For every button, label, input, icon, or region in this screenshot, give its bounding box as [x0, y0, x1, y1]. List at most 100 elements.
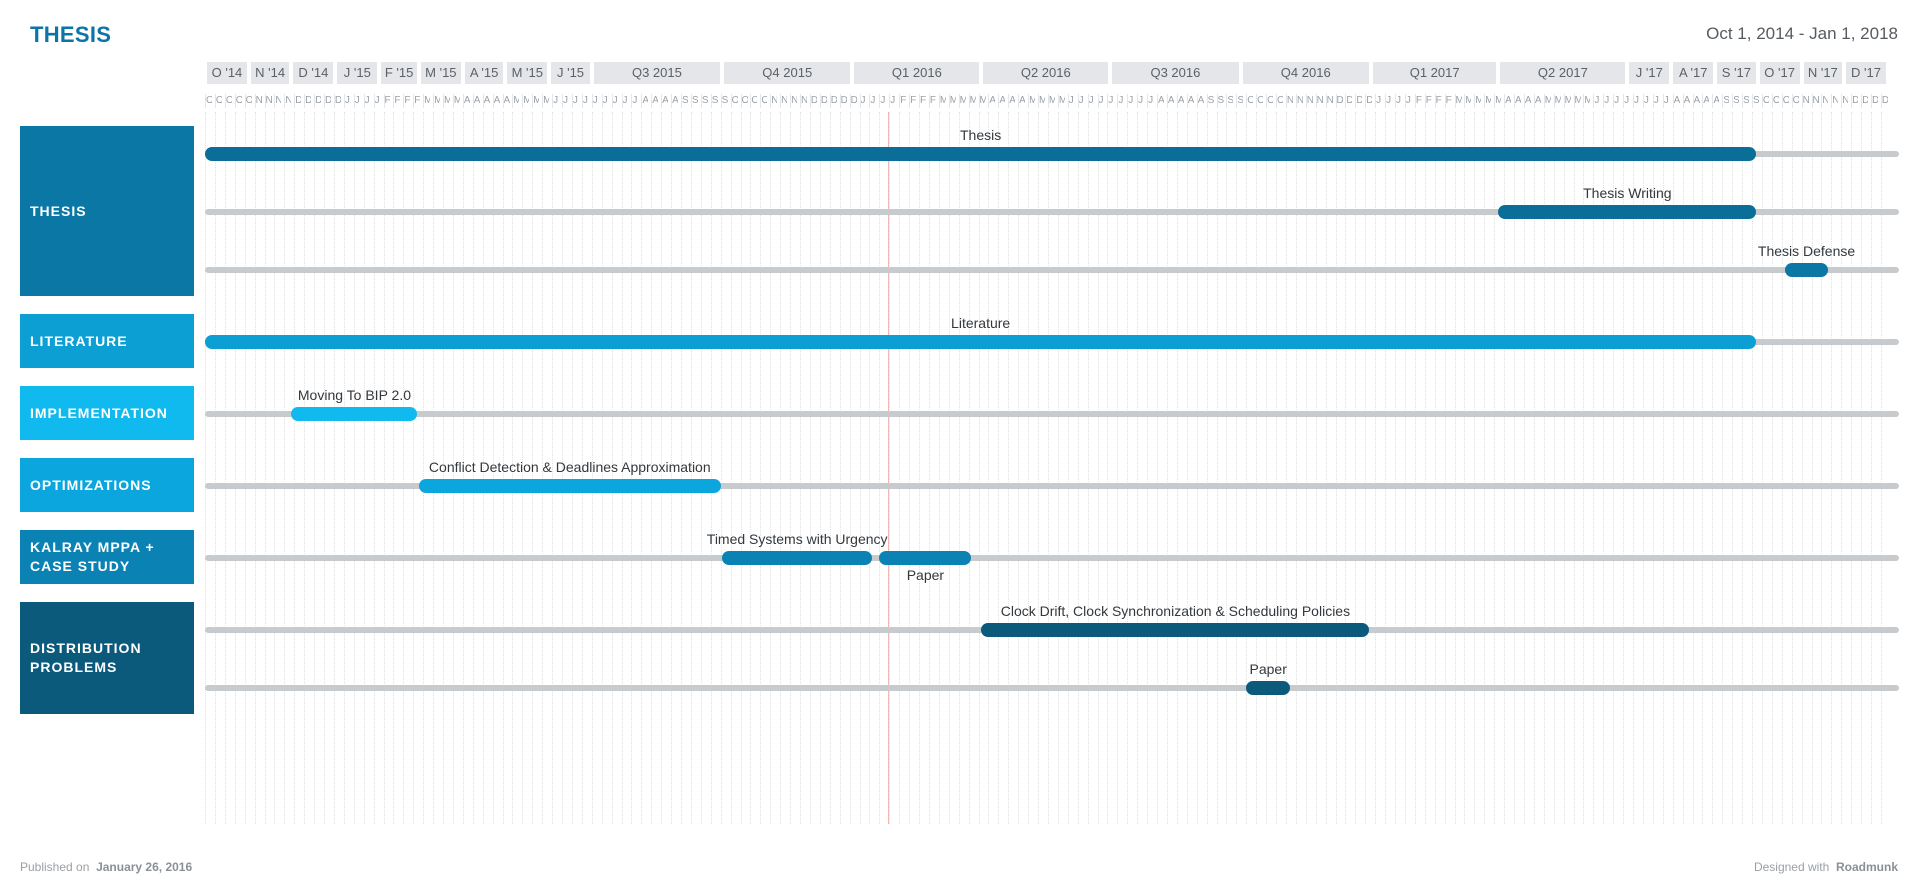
week-tick: O [1256, 94, 1263, 108]
timeline-bar[interactable] [1246, 681, 1291, 695]
week-tick: D [849, 94, 857, 108]
week-tick: M [968, 94, 976, 108]
timeline-period-2: D '14 [293, 62, 334, 84]
timeline-bar[interactable] [1498, 205, 1757, 219]
week-tick: D [314, 94, 321, 108]
week-tick: A [1186, 94, 1194, 108]
grid-line [254, 112, 256, 824]
grid-line [1662, 112, 1664, 824]
week-tick: N [284, 94, 291, 108]
grid-line [462, 112, 464, 824]
grid-line [1018, 112, 1020, 824]
grid-line [353, 112, 355, 824]
week-tick: J [601, 94, 608, 108]
week-tick: J [363, 94, 370, 108]
swimlane-thesis[interactable]: THESIS [20, 126, 194, 296]
timeline-bar[interactable] [205, 147, 1757, 161]
week-tick: J [1662, 94, 1669, 108]
week-tick: M [423, 94, 430, 108]
week-tick: J [1385, 94, 1392, 108]
timeline-period-0: O '14 [207, 62, 247, 84]
bar-label: Clock Drift, Clock Synchronization & Sch… [1000, 603, 1351, 619]
grid-line [1583, 112, 1585, 824]
grid-line [1633, 112, 1634, 824]
grid-line [214, 112, 216, 824]
grid-line [1484, 112, 1486, 824]
timeline-bar[interactable] [205, 335, 1757, 349]
week-tick: J [1117, 94, 1124, 108]
week-tick: A [1018, 94, 1025, 108]
swimlane-literature[interactable]: LITERATURE [20, 314, 194, 368]
timeline-bar[interactable] [722, 551, 873, 565]
grid-line [1028, 112, 1030, 824]
week-tick: J [343, 94, 350, 108]
week-tick: J [611, 94, 618, 108]
swimlane-optimizations[interactable]: OPTIMIZATIONS [20, 458, 194, 512]
timeline-period-13: Q3 2016 [1112, 62, 1239, 84]
week-tick: A [1702, 94, 1709, 108]
grid-line [948, 112, 950, 824]
grid-line [591, 112, 593, 824]
week-tick: N [1821, 94, 1828, 108]
grid-line [1226, 112, 1228, 824]
grid-line [809, 112, 811, 824]
week-tick: F [1444, 94, 1452, 108]
grid-line [1047, 112, 1049, 824]
week-tick: O [760, 94, 767, 108]
grid-line [750, 112, 752, 824]
grid-line [1067, 112, 1069, 824]
week-tick: J [1137, 94, 1144, 108]
bar-label: Conflict Detection & Deadlines Approxima… [428, 459, 711, 475]
timeline-bar[interactable] [879, 551, 972, 565]
grid-line [274, 112, 276, 824]
week-tick: A [1008, 94, 1015, 108]
brand-name[interactable]: Roadmunk [1835, 860, 1898, 874]
timeline-bar[interactable] [418, 479, 721, 493]
week-tick: S [700, 94, 708, 108]
week-tick: A [641, 94, 648, 108]
week-tick: J [581, 94, 588, 108]
week-tick: A [462, 94, 470, 108]
week-tick: O [1276, 94, 1283, 108]
week-tick: A [1514, 94, 1521, 108]
grid-line [1454, 112, 1456, 824]
grid-line [1424, 112, 1426, 824]
published-date: January 26, 2016 [96, 860, 193, 874]
week-tick: J [591, 94, 598, 108]
grid-line [1315, 112, 1317, 824]
swimlane-distribution-problems[interactable]: DISTRIBUTION PROBLEMS [20, 602, 194, 714]
week-tick: D [324, 94, 331, 108]
timeline-bar[interactable] [981, 623, 1370, 637]
timeline-bar[interactable] [1784, 263, 1829, 277]
timeline-bar[interactable] [291, 407, 418, 421]
week-tick: D [1335, 94, 1343, 108]
grid-line [730, 112, 732, 824]
grid-line [1196, 112, 1198, 824]
week-tick: J [1067, 94, 1074, 108]
grid-line [621, 112, 623, 824]
week-tick: J [1404, 94, 1411, 108]
swimlane-implementation[interactable]: IMPLEMENTATION [20, 386, 194, 440]
week-tick: O [1781, 94, 1789, 108]
week-tick: J [1613, 94, 1620, 108]
timeline-period-20: O '17 [1759, 62, 1800, 84]
week-tick: J [1593, 94, 1600, 108]
timeline-period-10: Q4 2015 [724, 62, 851, 84]
grid-line [234, 112, 236, 824]
week-tick: M [948, 94, 956, 108]
grid-line [631, 112, 633, 824]
grid-line [1404, 112, 1406, 824]
grid-line [1127, 112, 1129, 824]
lane-track [205, 411, 1899, 417]
grid-line [869, 112, 871, 824]
timeline-period-1: N '14 [250, 62, 290, 84]
week-tick: A [661, 94, 668, 108]
grid-line [1186, 112, 1188, 824]
swimlane-kalray-mppa-case-study[interactable]: KALRAY MPPA + CASE STUDY [20, 530, 194, 584]
grid-line [1276, 112, 1277, 824]
week-tick: N [1841, 94, 1848, 108]
grid-line [502, 112, 504, 824]
week-tick: M [1038, 94, 1045, 108]
week-tick: A [998, 94, 1005, 108]
timeline-period-17: J '17 [1629, 62, 1670, 84]
